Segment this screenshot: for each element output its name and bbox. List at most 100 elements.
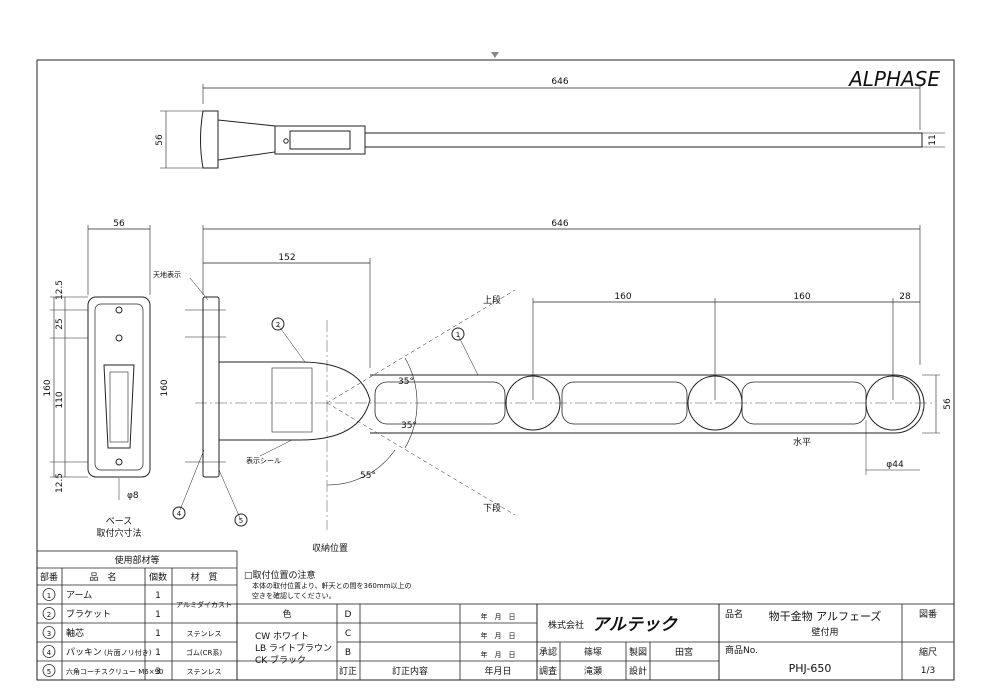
rev-letter-b: B <box>345 648 351 658</box>
part-name: 軸芯 <box>66 627 84 639</box>
hole-diameter-dim: φ8 <box>127 491 139 501</box>
base-caption-1: ベース <box>106 517 133 527</box>
product-no-label: 商品No. <box>725 644 758 656</box>
part-material: ステンレス <box>187 668 222 676</box>
part-material-shared: アルミダイカスト <box>176 600 232 609</box>
rev-date-b: 年 月 日 <box>481 650 516 659</box>
drawing-name: 田宮 <box>675 646 693 658</box>
angle-fold-label: 55° <box>360 471 376 481</box>
parts-header-material: 材 質 <box>190 571 217 583</box>
top-view <box>160 84 945 169</box>
ring-diameter-dim: φ44 <box>886 460 904 470</box>
callout-2: 2 <box>276 321 280 329</box>
bracket-length-dim: 152 <box>278 253 295 263</box>
company-prefix: 株式会社 <box>548 619 584 631</box>
base-view <box>50 225 151 500</box>
rev-date-label: 年月日 <box>484 665 511 677</box>
top-length-dim: 646 <box>551 77 568 87</box>
design-label: 設計 <box>629 665 647 677</box>
stored-position-label: 収納位置 <box>312 542 348 554</box>
base-width-dim: 56 <box>113 219 125 229</box>
base-total-dim: 160 <box>43 379 53 396</box>
part-name: ブラケット <box>66 608 111 620</box>
angle-down-label: 35° <box>401 421 417 431</box>
part-qty: 3 <box>155 667 161 677</box>
scale-label: 縮尺 <box>919 646 937 658</box>
parts-table <box>36 550 238 681</box>
part-number: 1 <box>47 592 51 600</box>
end-offset-dim: 28 <box>899 292 911 302</box>
seal-label: 表示シール <box>246 456 281 465</box>
part-qty: 1 <box>155 629 161 639</box>
part-number-circle <box>42 645 56 658</box>
angle-up-label: 35° <box>398 377 414 387</box>
lower-position-label: 下段 <box>483 502 501 514</box>
company-logo: アルテック <box>592 615 678 635</box>
product-name-line-1: 物干金物 アルフェーズ <box>769 609 882 623</box>
check-label: 調査 <box>539 665 557 677</box>
product-table <box>718 603 955 681</box>
callout-1: 1 <box>456 331 460 339</box>
part-name: アーム <box>66 590 92 601</box>
base-caption-2: 取付穴寸法 <box>96 527 141 539</box>
color-item-1: CW ホワイト <box>255 631 309 642</box>
part-qty: 1 <box>155 648 161 658</box>
rev-label: 訂正 <box>339 665 357 677</box>
scale-value: 1/3 <box>921 666 935 676</box>
part-number-circle <box>42 664 56 677</box>
part-name-note: (片面ノリ付き) <box>104 648 152 657</box>
product-no: PHJ-650 <box>789 662 832 675</box>
drawing-label: 製図 <box>629 646 647 658</box>
product-name-label: 品名 <box>725 608 743 620</box>
part-material: ゴム(CR系) <box>186 648 222 657</box>
notes-title: □取付位置の注意 <box>244 569 316 581</box>
spacing-dim-1: 160 <box>614 292 631 302</box>
callout-4: 4 <box>177 510 182 518</box>
part-number: 3 <box>47 630 51 638</box>
base-bottom-dim: 12.5 <box>55 473 65 493</box>
notes-line-1: 本体の取付位置より、軒天との間を360mm以上の <box>252 581 412 590</box>
part-name: パッキン <box>66 647 102 658</box>
rev-content-label: 訂正内容 <box>392 665 428 677</box>
notes-line-2: 空きを確認してください。 <box>252 591 336 600</box>
product-name-line-2: 壁付用 <box>811 626 838 638</box>
part-number-circle <box>42 588 56 601</box>
rev-date-c: 年 月 日 <box>481 631 516 640</box>
base-110-dim: 110 <box>55 391 65 408</box>
parts-header-no: 部番 <box>40 571 58 583</box>
rev-date-d: 年 月 日 <box>481 612 516 621</box>
part-number: 4 <box>47 649 52 657</box>
drawing-frame <box>36 59 955 681</box>
parts-header-name: 品 名 <box>89 571 116 583</box>
color-item-3: CK ブラック <box>255 654 306 666</box>
front-view <box>172 225 940 530</box>
parts-header-qty: 個数 <box>149 571 167 583</box>
part-qty: 1 <box>155 591 161 601</box>
color-item-2: LB ライトブラウン <box>255 642 332 654</box>
front-length-dim: 646 <box>551 219 568 229</box>
center-mark-icon <box>491 52 499 58</box>
brand-logo: ALPHASE <box>847 67 940 91</box>
part-number: 5 <box>47 668 51 676</box>
arm-height-dim: 56 <box>943 398 953 410</box>
tenchi-label: 天地表示 <box>153 270 181 279</box>
color-header: 色 <box>282 608 291 620</box>
part-number-circle <box>42 626 56 639</box>
approve-label: 承認 <box>539 646 557 658</box>
part-name: 六角コーチスクリュー M6×90 <box>66 667 164 676</box>
approve-name: 篠塚 <box>584 646 602 658</box>
part-number: 2 <box>47 611 51 619</box>
bracket-height-dim: 160 <box>160 379 170 396</box>
drawing-no-label: 図番 <box>919 608 937 620</box>
rev-letter-d: D <box>345 610 352 620</box>
upper-position-label: 上段 <box>483 294 501 306</box>
parts-table-title: 使用部材等 <box>114 554 159 566</box>
level-position-label: 水平 <box>793 436 811 448</box>
base-top-dim: 12.5 <box>55 280 65 300</box>
rev-letter-c: C <box>345 629 351 639</box>
part-qty: 1 <box>155 610 161 620</box>
top-height-dim: 56 <box>155 134 165 146</box>
callout-5: 5 <box>239 517 243 525</box>
check-name: 滝瀬 <box>584 665 602 677</box>
